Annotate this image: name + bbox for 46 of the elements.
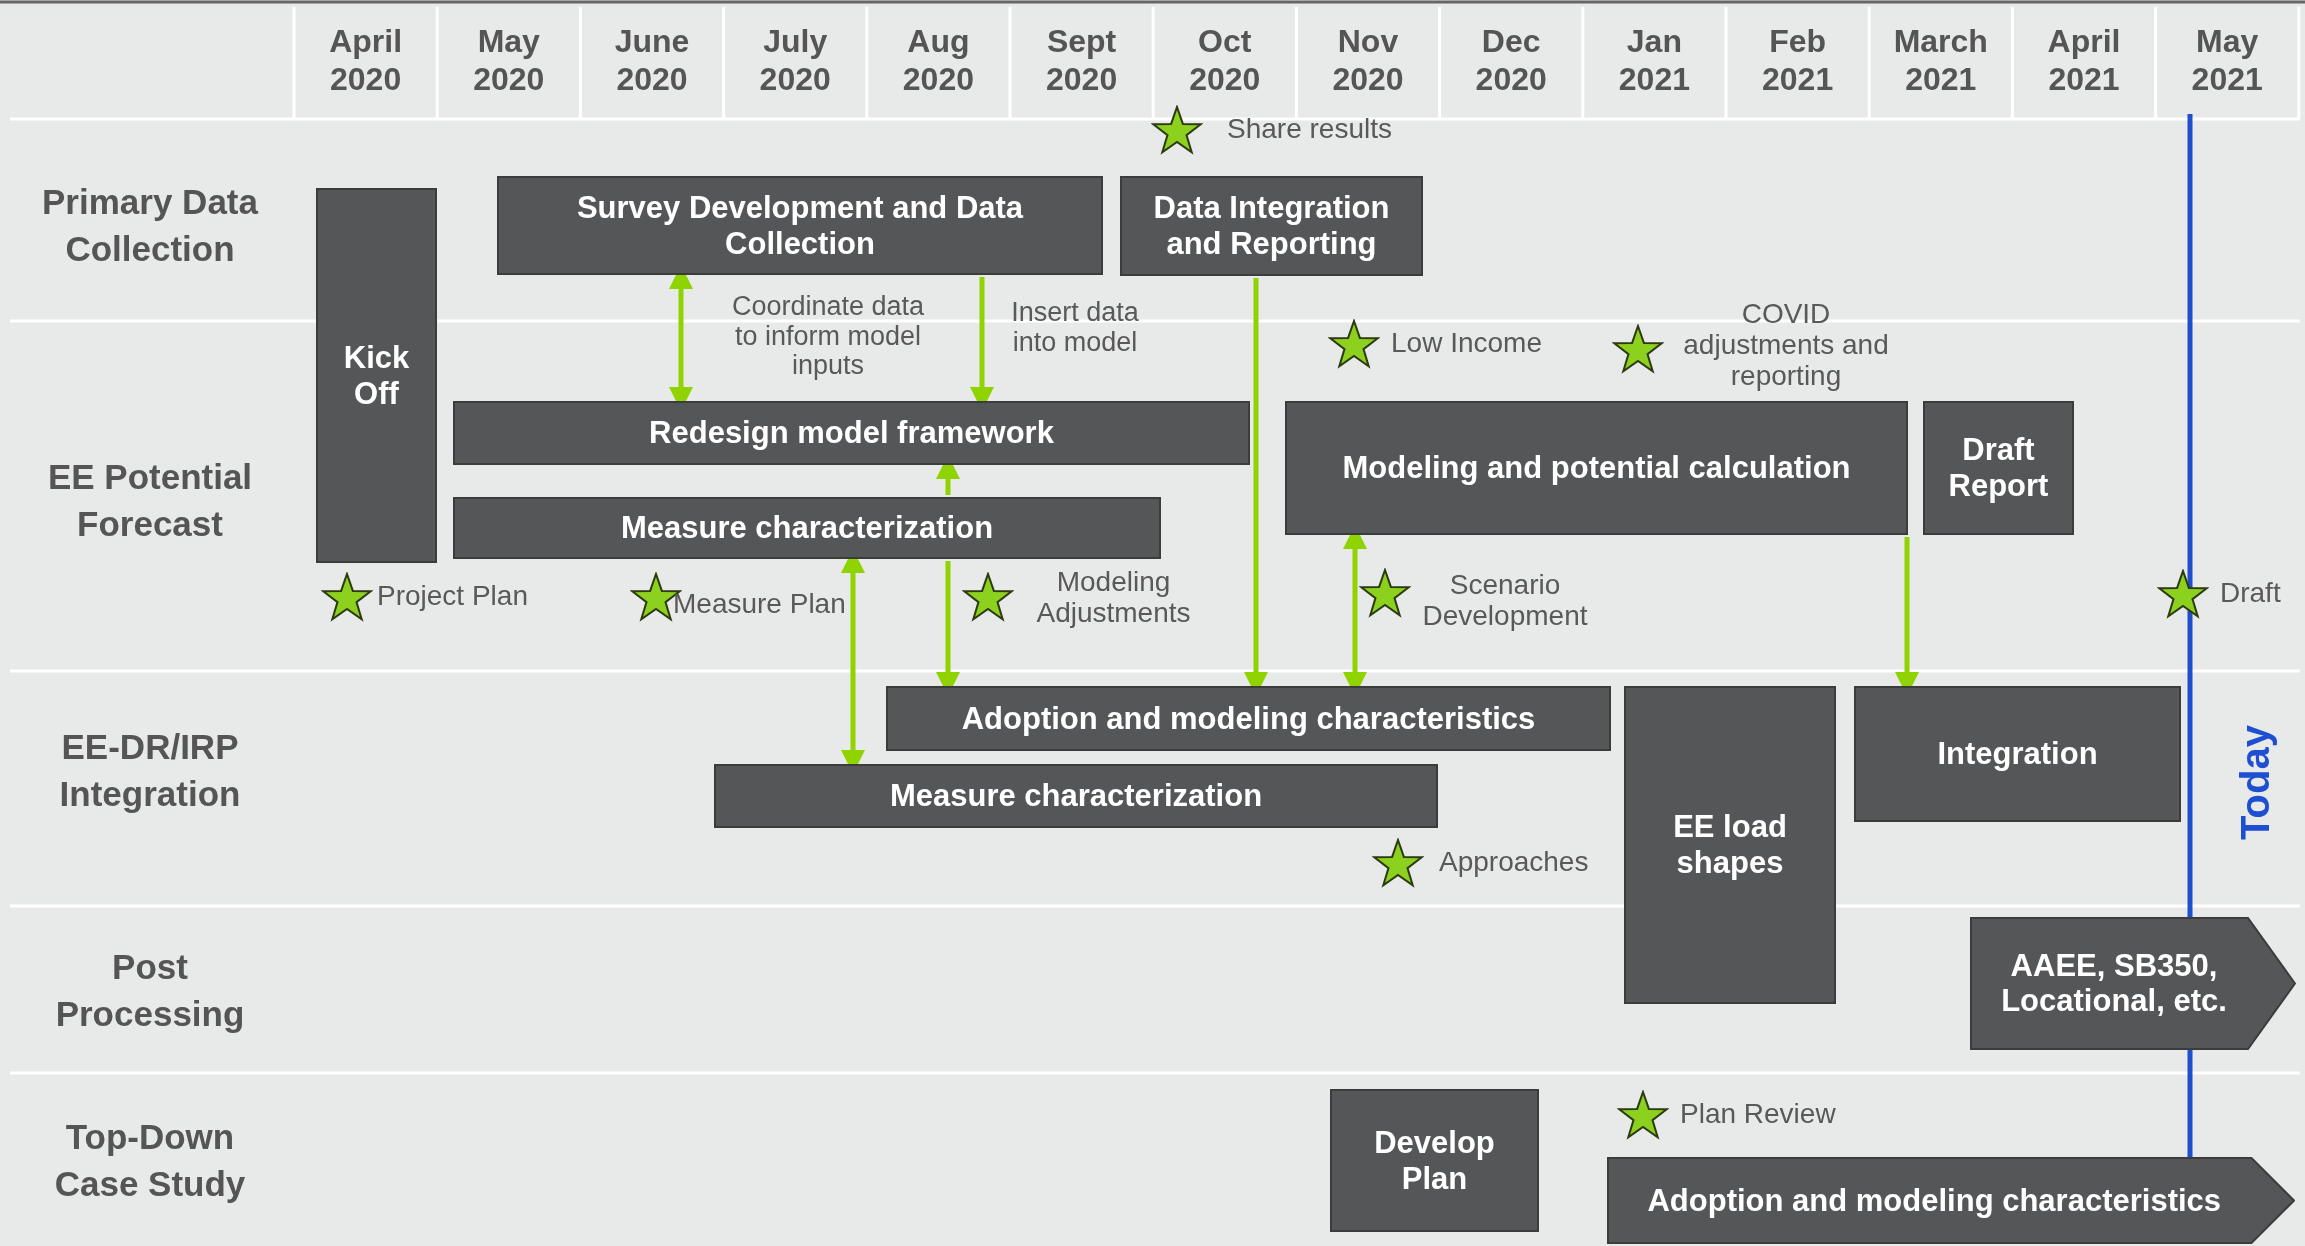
task-bar: Survey Development and Data Collection: [497, 176, 1103, 275]
milestone-label: COVID adjustments and reporting: [1682, 299, 1890, 392]
edge-label: Coordinate data to inform model inputs: [730, 292, 926, 382]
milestone-label: Draft: [2220, 578, 2282, 609]
task-bar: Measure characterization: [714, 764, 1438, 828]
today-label: Today: [2232, 725, 2278, 840]
month-header: Sept 2020: [1045, 22, 1119, 99]
task-bar: Develop Plan: [1330, 1089, 1539, 1232]
month-header: March 2021: [1892, 22, 1989, 99]
month-header: Nov 2020: [1331, 22, 1405, 99]
edge-label: Insert data into model: [1010, 298, 1140, 358]
milestone-label: Measure Plan: [673, 589, 847, 620]
task-label: Adoption and modeling characteristics: [1646, 1182, 2223, 1219]
month-header: Dec 2020: [1474, 22, 1548, 99]
task-bar: Measure characterization: [453, 497, 1161, 559]
milestone-label: Low Income: [1391, 328, 1543, 359]
month-header: July 2020: [758, 22, 832, 99]
task-bar: Draft Report: [1923, 401, 2074, 535]
row-heading: Top-Down Case Study: [53, 1116, 247, 1206]
task-bar: Modeling and potential calculation: [1285, 401, 1908, 535]
month-header: Oct 2020: [1188, 22, 1262, 99]
month-header: May 2021: [2190, 22, 2264, 99]
month-header: June 2020: [613, 22, 691, 99]
row-heading: EE-DR/IRP Integration: [58, 726, 242, 816]
row-heading: EE Potential Forecast: [46, 456, 254, 546]
milestone-label: Approaches: [1439, 847, 1590, 878]
milestone-label: Share results: [1227, 114, 1393, 145]
task-bar: Adoption and modeling characteristics: [886, 686, 1611, 751]
task-bar: Data Integration and Reporting: [1120, 176, 1423, 276]
task-label: AAEE, SB350, Locational, etc.: [2000, 947, 2228, 1020]
month-header: Feb 2021: [1761, 22, 1835, 99]
milestone-label: Scenario Development: [1421, 570, 1589, 632]
task-bar: Redesign model framework: [453, 401, 1250, 465]
month-header: Jan 2021: [1617, 22, 1691, 99]
month-header: April 2021: [2046, 22, 2122, 99]
month-header: April 2020: [328, 22, 404, 99]
task-bar: EE load shapes: [1624, 686, 1836, 1004]
task-bar: Integration: [1854, 686, 2181, 822]
row-heading: Post Processing: [54, 946, 246, 1036]
milestone-label: Plan Review: [1680, 1099, 1837, 1130]
milestone-label: Modeling Adjustments: [1036, 567, 1191, 629]
row-heading: Primary Data Collection: [41, 181, 260, 271]
month-header: May 2020: [472, 22, 546, 99]
task-bar: Kick Off: [316, 188, 437, 563]
month-header: Aug 2020: [901, 22, 975, 99]
milestone-label: Project Plan: [377, 581, 529, 612]
